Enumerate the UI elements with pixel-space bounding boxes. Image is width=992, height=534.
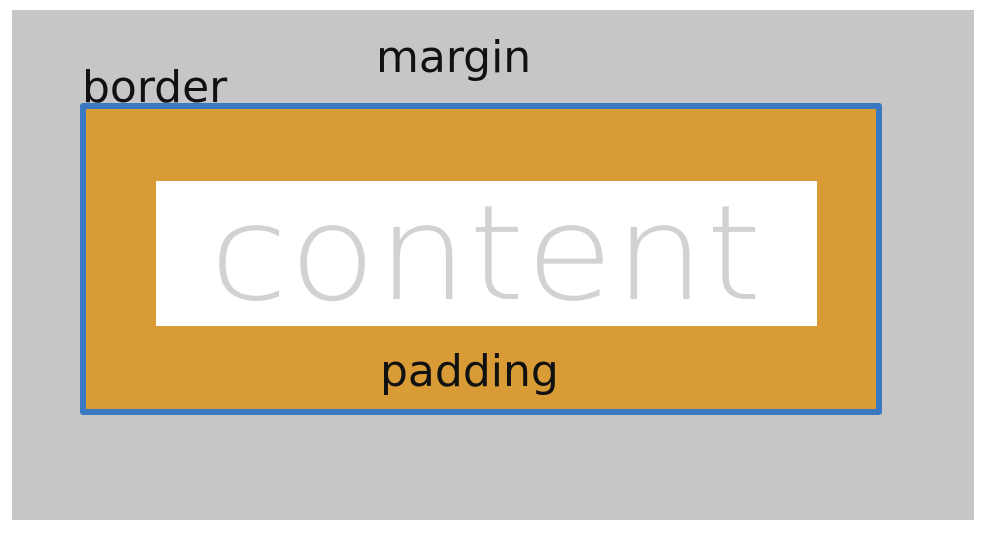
margin-label: margin — [376, 32, 532, 83]
content-label: content — [209, 181, 764, 326]
padding-label: padding — [380, 346, 559, 397]
content-box: content — [156, 181, 817, 326]
border-label: border — [82, 62, 228, 113]
